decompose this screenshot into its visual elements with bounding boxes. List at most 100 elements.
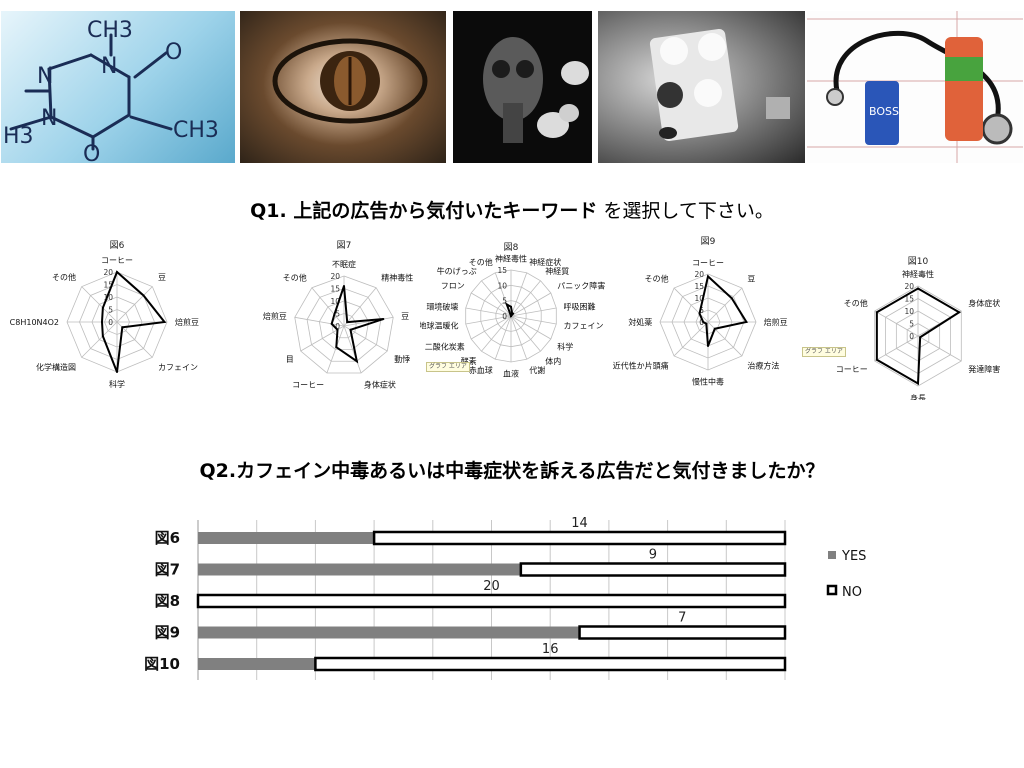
radar-spoke <box>510 315 552 340</box>
radar-axis-label: 血液 <box>503 368 519 378</box>
can-label: BOSS <box>869 105 899 118</box>
bar-data-label: 20 <box>483 579 500 594</box>
plot-area-tag: グラフ エリア <box>426 362 470 372</box>
legend-yes-label: YES <box>841 549 866 564</box>
radar-data-point <box>702 321 705 323</box>
radar-axis-label: 神経質 <box>545 266 569 276</box>
structure-label: N <box>37 64 53 89</box>
radar-axis-label: カフェイン <box>564 321 604 330</box>
radar-data-point <box>346 321 349 324</box>
radar-tick-label: 15 <box>497 266 507 275</box>
radar-spoke <box>81 286 118 323</box>
caffeine-structure-drawing: CH3 N O N N H3 O CH3 <box>3 18 219 163</box>
bar-data-label: 9 <box>649 548 657 563</box>
radar-axis-label: 治療方法 <box>747 360 779 370</box>
radar-tick-label: 5 <box>335 310 340 319</box>
radar-title: 図9 <box>701 236 716 247</box>
radar-data-point <box>349 328 352 331</box>
structure-label: CH3 <box>173 118 219 143</box>
structure-label: CH3 <box>87 18 133 43</box>
radar-axis-label: 近代性か片頭痛 <box>613 360 669 370</box>
radar-axis-label: 豆 <box>158 273 166 282</box>
radar-spoke <box>673 321 709 357</box>
radar-axis-label: 酵素 <box>461 356 477 366</box>
radar-spoke <box>465 307 512 317</box>
radar-spoke <box>116 286 153 323</box>
radar-data-point <box>875 358 878 361</box>
radar-data-point <box>163 321 166 323</box>
bar-no <box>519 562 787 577</box>
bar-no <box>372 530 787 546</box>
radar-data-point <box>958 311 961 314</box>
radar-axis-label: 神経毒性 <box>902 269 934 279</box>
stethoscope-drink-photo: BOSS <box>807 11 1023 163</box>
radar-title: 図7 <box>337 240 352 251</box>
radar-spoke <box>917 335 962 362</box>
radar-grid-ring <box>331 313 357 339</box>
q2-title: Q2.カフェイン中毒あるいは中毒症状を訴える広告だと気付きましたか？ <box>199 460 825 482</box>
radar-tick-label: 15 <box>694 282 704 291</box>
gas-mask-photo <box>453 11 592 163</box>
radar-data-point <box>919 336 922 339</box>
radar-axis-label: 身長 <box>910 393 926 400</box>
radar-axis-label: 慢性中毒 <box>692 377 724 387</box>
radar-title: 図10 <box>908 256 929 267</box>
radar-data-point <box>511 312 514 315</box>
radar-axis-label: 身体症状 <box>968 298 1000 308</box>
radar-axis-label: 科学 <box>109 379 125 389</box>
radar-axis-label: 体内 <box>545 356 561 366</box>
radar-spoke <box>707 321 743 357</box>
radar-spoke <box>326 325 345 374</box>
radar-axis-label: カフェイン <box>158 363 198 372</box>
structure-label: O <box>83 142 100 163</box>
radar-chart-fig6: 図605101520コーヒー豆焙煎豆カフェイン科学化学構造図C8H10N4O2そ… <box>10 240 199 389</box>
radar-data-point <box>333 313 336 316</box>
radar-tick-label: 10 <box>497 281 507 290</box>
radar-axis-label: 精神毒性 <box>381 273 413 283</box>
radar-axis-label: その他 <box>844 298 868 308</box>
bar-yes <box>198 563 521 576</box>
bar-category-label: 図8 <box>155 592 180 610</box>
radar-axis-label: 呼吸困難 <box>564 302 596 312</box>
radar-tick-label: 5 <box>909 320 914 329</box>
radar-data-point <box>336 328 339 331</box>
legend-no-swatch <box>826 584 838 596</box>
radar-axis-label: 代謝 <box>529 365 545 375</box>
radar-data-point <box>875 311 878 314</box>
radar-tick-label: 15 <box>103 281 113 290</box>
radar-spoke <box>481 280 512 317</box>
radar-data-point <box>343 285 345 287</box>
radar-axis-label: 焙煎豆 <box>263 311 287 321</box>
radar-spoke <box>510 292 552 317</box>
bar-category-label: 図7 <box>155 561 180 579</box>
q1-title-plain: を選択して下さい。 <box>597 200 774 222</box>
radar-spoke <box>510 315 528 360</box>
radar-axis-label: 豆 <box>747 275 755 284</box>
bar-yes <box>198 658 316 670</box>
radar-tick-label: 10 <box>694 294 704 303</box>
radar-tick-label: 0 <box>335 322 340 331</box>
radar-axis-label: コーヒー <box>692 258 724 267</box>
radar-tick-label: 20 <box>904 282 914 291</box>
radar-tick-label: 20 <box>694 270 704 279</box>
radar-data-point <box>707 275 709 278</box>
radar-grid-ring <box>294 275 394 374</box>
bar-no <box>314 656 787 672</box>
radar-tick-label: 10 <box>330 297 340 306</box>
radar-data-point <box>101 321 103 323</box>
radar-axis-label: 赤血球 <box>469 365 493 375</box>
radar-data-point <box>917 287 919 290</box>
radar-spoke <box>874 310 919 337</box>
radar-spoke <box>81 321 118 358</box>
radar-spoke <box>470 292 512 317</box>
radar-axis-label: 豆 <box>401 312 409 321</box>
radar-tick-label: 0 <box>502 312 507 321</box>
radar-data-point <box>707 345 709 347</box>
radar-axis-label: 不眠症 <box>332 259 356 269</box>
radar-axis-label: 焙煎豆 <box>175 317 199 327</box>
bar-category-label: 図6 <box>155 529 180 547</box>
radar-data-point <box>745 321 748 323</box>
radar-axis-label: その他 <box>645 274 669 284</box>
